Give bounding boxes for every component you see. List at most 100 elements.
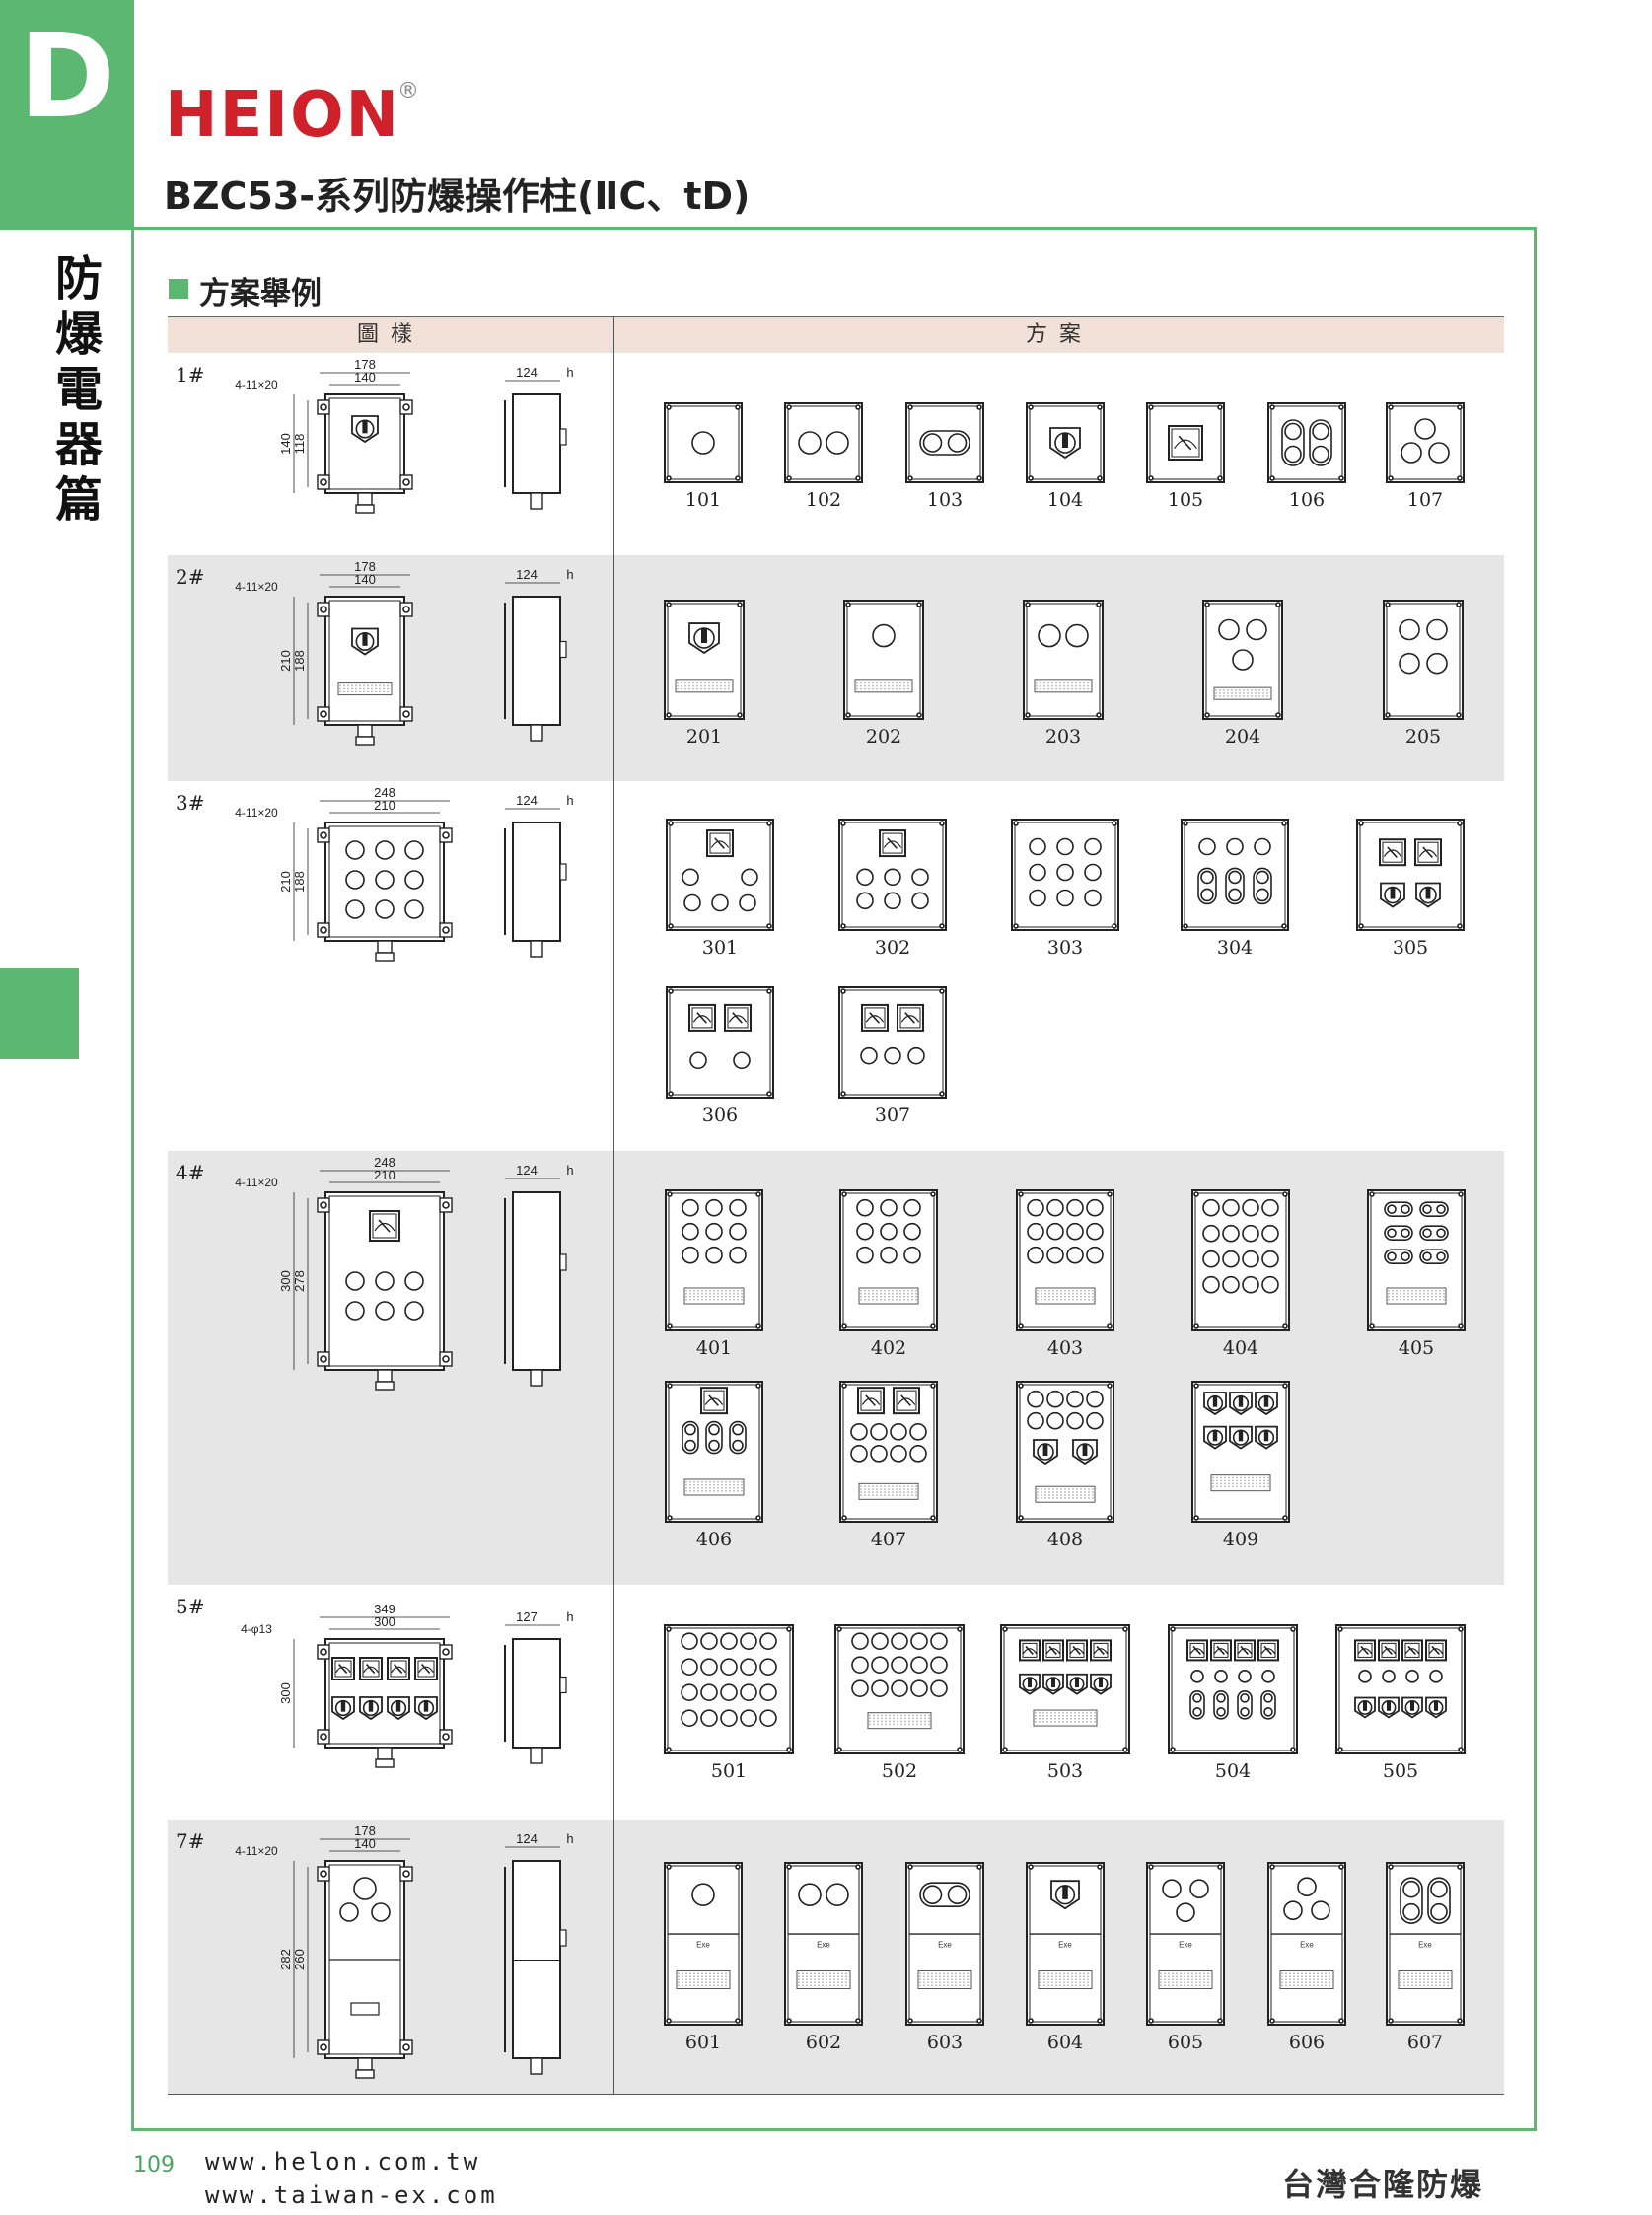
dim-outer-height: 210: [278, 871, 293, 893]
dim-inner-height: 188: [292, 871, 307, 893]
scheme-number: 408: [1046, 1529, 1084, 1550]
page-title: BZC53-系列防爆操作柱(ⅡC、tD): [164, 175, 751, 218]
scheme-number: 307: [874, 1105, 911, 1126]
scheme-option-408: [1016, 1381, 1114, 1523]
footer-company: 台灣合隆防爆: [1282, 2166, 1484, 2203]
scheme-number: 603: [926, 2032, 964, 2053]
brand-logo: HEION: [165, 79, 401, 152]
scheme-number: 409: [1222, 1529, 1259, 1550]
scheme-number: 504: [1214, 1760, 1252, 1782]
dim-outer-height: 300: [278, 1682, 293, 1704]
header-drawing: 圖樣: [356, 322, 424, 347]
panel-label: Exe: [696, 1940, 710, 1949]
scheme-number: 607: [1406, 2032, 1444, 2053]
dim-outer-height: 140: [278, 433, 293, 455]
panel-label: Exe: [817, 1940, 830, 1949]
scheme-number: 306: [701, 1105, 739, 1126]
row-label: 7#: [176, 1829, 205, 1853]
scheme-option-407: [839, 1381, 938, 1523]
scheme-option-606: Exe: [1267, 1862, 1346, 2026]
row-label: 2#: [176, 565, 205, 589]
scheme-number: 205: [1404, 726, 1442, 748]
scheme-option-404: [1191, 1189, 1290, 1331]
section-bullet: [169, 279, 188, 299]
scheme-number: 404: [1222, 1337, 1259, 1359]
scheme-option-102: [784, 402, 863, 483]
scheme-option-603: Exe: [905, 1862, 984, 2026]
scheme-number: 304: [1216, 937, 1254, 959]
scheme-option-405: [1367, 1189, 1466, 1331]
scheme-option-502: [834, 1624, 965, 1754]
dim-outer-width: 178: [354, 559, 376, 574]
dim-h: h: [566, 1831, 573, 1846]
dim-depth: 127: [516, 1609, 538, 1624]
scheme-number: 106: [1288, 489, 1326, 511]
dim-outer-height: 210: [278, 650, 293, 672]
scheme-option-406: [665, 1381, 763, 1523]
registered-mark: ®: [397, 79, 419, 104]
scheme-option-104: [1026, 402, 1105, 483]
dim-outer-height: 282: [278, 1949, 293, 1970]
scheme-option-505: [1335, 1624, 1466, 1754]
scheme-option-401: [665, 1189, 763, 1331]
scheme-number: 203: [1044, 726, 1082, 748]
scheme-option-202: [843, 600, 924, 720]
scheme-option-305: [1356, 819, 1465, 931]
scheme-number: 606: [1288, 2032, 1326, 2053]
scheme-number: 503: [1046, 1760, 1084, 1782]
scheme-number: 104: [1046, 489, 1084, 511]
header-options: 方案: [1025, 322, 1093, 347]
scheme-number: 602: [805, 2032, 842, 2053]
table-header: [168, 316, 1504, 355]
dim-inner-width: 210: [374, 1168, 395, 1182]
scheme-number: 401: [695, 1337, 733, 1359]
panel-label: Exe: [1179, 1940, 1192, 1949]
scheme-option-307: [838, 986, 947, 1099]
dim-outer-width: 178: [354, 357, 376, 372]
footer-url-primary[interactable]: www.helon.com.tw: [205, 2148, 481, 2176]
scheme-option-604: Exe: [1026, 1862, 1105, 2026]
dim-depth: 124: [516, 1831, 538, 1846]
dim-mount-holes: 4-11×20: [235, 1844, 278, 1858]
dim-inner-width: 140: [354, 572, 376, 587]
scheme-option-607: Exe: [1386, 1862, 1465, 2026]
scheme-number: 107: [1406, 489, 1444, 511]
scheme-option-103: [905, 402, 984, 483]
scheme-number: 103: [926, 489, 964, 511]
dim-outer-width: 248: [374, 785, 395, 800]
side-marker-block: [0, 968, 79, 1059]
scheme-option-601: Exe: [664, 1862, 743, 2026]
scheme-option-101: [664, 402, 743, 483]
scheme-number: 604: [1046, 2032, 1084, 2053]
dim-mount-holes: 4-11×20: [235, 1176, 278, 1189]
dim-inner-width: 140: [354, 1836, 376, 1851]
scheme-option-602: Exe: [784, 1862, 863, 2026]
scheme-option-403: [1016, 1189, 1114, 1331]
dim-depth: 124: [516, 1163, 538, 1178]
scheme-option-303: [1011, 819, 1119, 931]
panel-label: Exe: [1418, 1940, 1432, 1949]
dim-outer-width: 178: [354, 1823, 376, 1838]
scheme-number: 502: [881, 1760, 918, 1782]
scheme-option-409: [1191, 1381, 1290, 1523]
scheme-option-504: [1168, 1624, 1298, 1754]
dim-outer-width: 349: [374, 1602, 395, 1616]
dim-h: h: [566, 567, 573, 582]
dim-mount-holes: 4-11×20: [235, 580, 278, 594]
scheme-option-301: [666, 819, 774, 931]
scheme-option-402: [839, 1189, 938, 1331]
dim-inner-height: 278: [292, 1270, 307, 1292]
scheme-number: 102: [805, 489, 842, 511]
row-label: 4#: [176, 1161, 205, 1184]
dim-outer-width: 248: [374, 1155, 395, 1170]
dim-outer-height: 300: [278, 1270, 293, 1292]
dim-inner-height: 188: [292, 650, 307, 672]
side-tab-letter: D: [19, 8, 115, 144]
scheme-number: 405: [1398, 1337, 1435, 1359]
footer-url-secondary[interactable]: www.taiwan-ex.com: [205, 2181, 498, 2209]
row-label: 3#: [176, 791, 205, 815]
dim-depth: 124: [516, 567, 538, 582]
